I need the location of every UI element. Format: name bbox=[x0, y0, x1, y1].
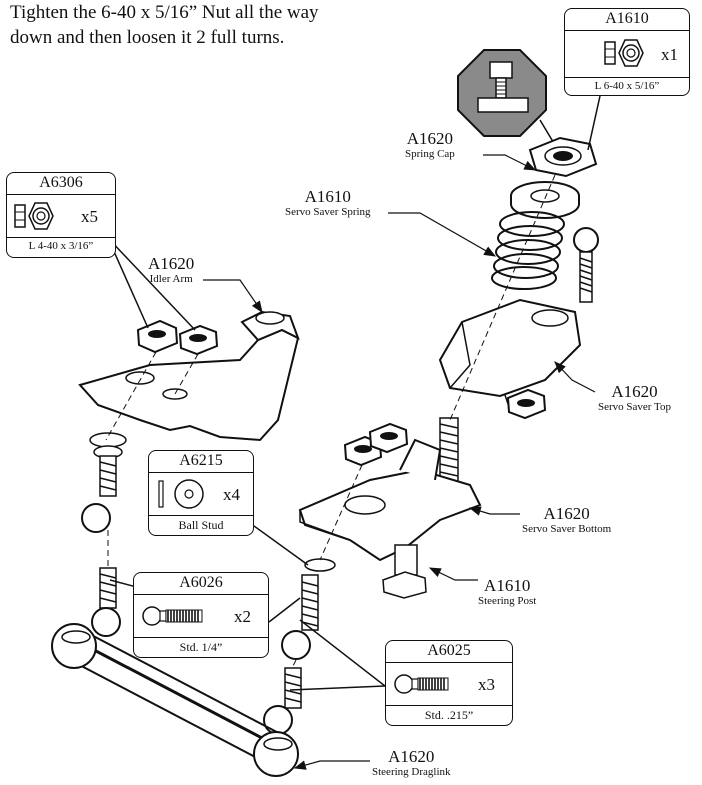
draglink-middle-stud-part bbox=[263, 558, 336, 735]
quantity: x5 bbox=[81, 207, 98, 226]
callout-servo-saver-spring: A1610 Servo Saver Spring bbox=[285, 188, 371, 219]
servo-bottom-nuts-part bbox=[343, 422, 409, 467]
spec-text: L 4-40 x 3/16” bbox=[28, 240, 94, 252]
part-name: Spring Cap bbox=[405, 148, 455, 160]
part-name: Steering Draglink bbox=[372, 766, 451, 778]
hardware-box-a6306: A6306 x5 L 4-40 x 3/16” bbox=[6, 172, 116, 258]
part-name: Steering Post bbox=[478, 595, 537, 607]
part-name: Servo Saver Top bbox=[598, 401, 671, 413]
hardware-box-a6026: A6026 x2 Std. 1/4” bbox=[133, 572, 269, 658]
callout-servo-saver-top: A1620 Servo Saver Top bbox=[598, 383, 671, 414]
nut-icon bbox=[604, 39, 644, 67]
ball-stud-icon bbox=[142, 606, 203, 626]
quantity: x3 bbox=[478, 675, 495, 694]
part-number: A6026 bbox=[179, 574, 223, 591]
assembly-guide-lines bbox=[105, 174, 556, 669]
part-name: Servo Saver Spring bbox=[285, 206, 371, 218]
spec-text: Std. 1/4” bbox=[179, 640, 223, 654]
servo-saver-top-part bbox=[438, 298, 582, 411]
steering-draglink-part bbox=[51, 623, 299, 777]
spec-text: Std. .215” bbox=[424, 708, 474, 722]
hardware-box-a1610: A1610 x1 L 6-40 x 5/16” bbox=[564, 8, 690, 96]
idler-nuts-part bbox=[136, 319, 219, 356]
washer-icon bbox=[158, 479, 204, 509]
spec-text: L 6-40 x 5/16” bbox=[594, 80, 660, 92]
hardware-box-a6215: A6215 x4 Ball Stud bbox=[148, 450, 254, 536]
nut-icon bbox=[14, 202, 54, 230]
part-name: Idler Arm bbox=[149, 273, 193, 285]
callout-arrows bbox=[203, 154, 596, 770]
callout-steering-draglink: A1620 Steering Draglink bbox=[372, 748, 451, 779]
quantity: x4 bbox=[223, 485, 240, 504]
callout-servo-saver-bottom: A1620 Servo Saver Bottom bbox=[522, 505, 611, 536]
instruction-text: Tighten the 6-40 x 5/16” Nut all the way… bbox=[10, 0, 319, 50]
idler-arm-part bbox=[78, 310, 300, 442]
part-name: Servo Saver Bottom bbox=[522, 523, 612, 535]
part-number: A1620 bbox=[611, 382, 658, 401]
idler-ball-stud-part bbox=[81, 432, 127, 533]
top-nut-part bbox=[528, 136, 598, 178]
part-number: A6215 bbox=[179, 452, 223, 469]
part-number: A1620 bbox=[406, 129, 454, 148]
bolt-detail-icon bbox=[457, 49, 556, 146]
callout-steering-post: A1610 Steering Post bbox=[478, 577, 536, 608]
part-number: A1610 bbox=[484, 576, 531, 595]
servo-saver-bottom-part bbox=[298, 438, 482, 599]
spec-text: Ball Stud bbox=[178, 518, 224, 532]
ball-stud-right-part bbox=[573, 227, 599, 303]
instruction-line-2: down and then loosen it 2 full turns. bbox=[10, 27, 285, 48]
servo-saver-spring-part bbox=[491, 211, 565, 290]
part-number: A6306 bbox=[39, 174, 83, 191]
quantity: x1 bbox=[661, 45, 678, 64]
spring-cap-part bbox=[510, 181, 580, 219]
part-number: A1620 bbox=[388, 747, 435, 766]
part-number: A6025 bbox=[427, 642, 471, 659]
hardware-box-a6025: A6025 x3 Std. .215” bbox=[385, 640, 513, 726]
quantity: x2 bbox=[234, 607, 251, 626]
part-number: A1610 bbox=[605, 10, 649, 27]
draglink-left-stud-part bbox=[91, 567, 121, 637]
part-number: A1620 bbox=[543, 504, 590, 523]
callout-idler-arm: A1620 Idler Arm bbox=[148, 255, 194, 286]
part-number: A1620 bbox=[148, 254, 195, 273]
callout-spring-cap: A1620 Spring Cap bbox=[405, 130, 455, 161]
part-number: A1610 bbox=[304, 187, 351, 206]
ball-stud-icon bbox=[394, 674, 449, 694]
instruction-line-1: Tighten the 6-40 x 5/16” Nut all the way bbox=[10, 2, 319, 23]
servo-top-nut-part bbox=[506, 388, 547, 420]
